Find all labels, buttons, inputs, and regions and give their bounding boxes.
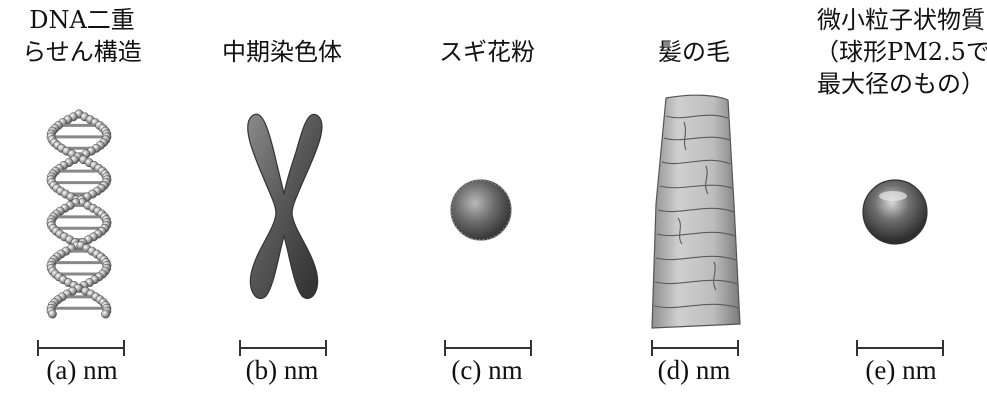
item-pollen: スギ花粉 (c) nm <box>405 0 569 403</box>
title-line: 中期染色体 <box>200 36 364 68</box>
item-hair: 髪の毛 <box>612 0 776 403</box>
title-dna: DNA二重 らせん構造 <box>0 4 164 68</box>
chromosome-icon <box>238 108 330 304</box>
label-e: (e) nm <box>815 355 987 386</box>
label-a: (a) nm <box>0 355 164 386</box>
title-line: 最大径のもの） <box>815 68 987 100</box>
item-chromosome: 中期染色体 (b) nm <box>200 0 364 403</box>
title-line: スギ花粉 <box>405 36 569 68</box>
label-b: (b) nm <box>200 355 364 386</box>
title-hair: 髪の毛 <box>612 36 776 68</box>
hair-icon <box>644 92 748 332</box>
dna-double-helix-icon <box>38 108 120 320</box>
title-line: DNA二重 <box>0 4 164 36</box>
label-d: (d) nm <box>612 355 776 386</box>
pm25-particle-icon <box>859 176 931 248</box>
label-c: (c) nm <box>405 355 569 386</box>
title-line: 微小粒子状物質 <box>815 4 987 36</box>
title-line: 髪の毛 <box>612 36 776 68</box>
pollen-icon <box>447 176 515 244</box>
title-pm25: 微小粒子状物質 （球形PM2.5で 最大径のもの） <box>815 4 987 100</box>
item-pm25: 微小粒子状物質 （球形PM2.5で 最大径のもの） (e) nm <box>815 0 987 403</box>
title-pollen: スギ花粉 <box>405 36 569 68</box>
title-chromosome: 中期染色体 <box>200 36 364 68</box>
title-line: （球形PM2.5で <box>815 36 987 68</box>
item-dna: DNA二重 らせん構造 (a) nm <box>0 0 164 403</box>
title-line: らせん構造 <box>0 36 164 68</box>
